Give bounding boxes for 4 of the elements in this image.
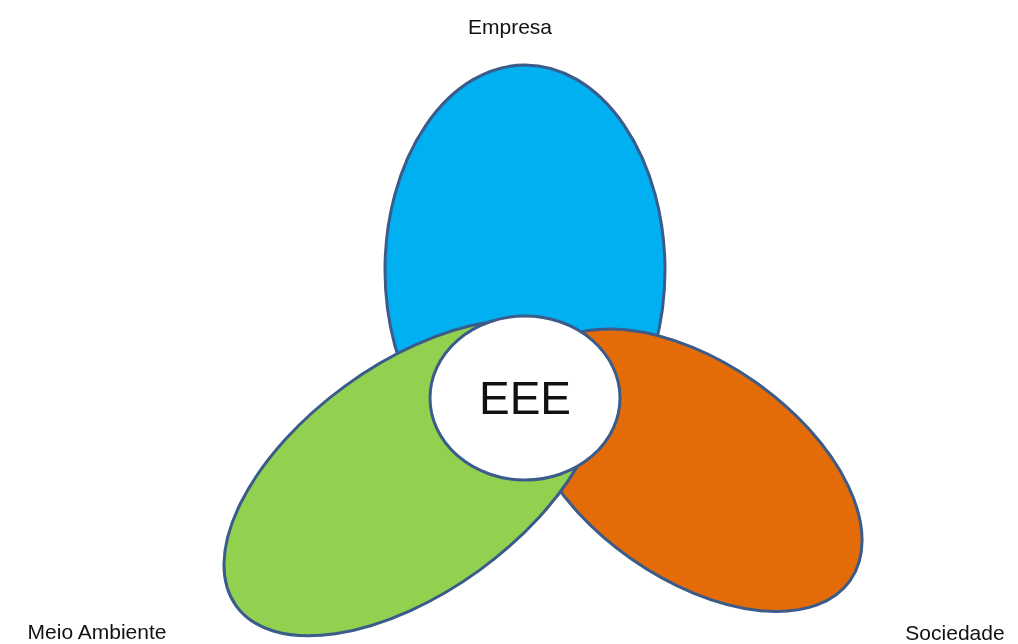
petal-label: Empresa (468, 15, 552, 39)
center-label: EEE (479, 371, 571, 425)
petal-label: Meio Ambiente (27, 620, 167, 644)
petal-label: Sociedade (905, 621, 1005, 644)
